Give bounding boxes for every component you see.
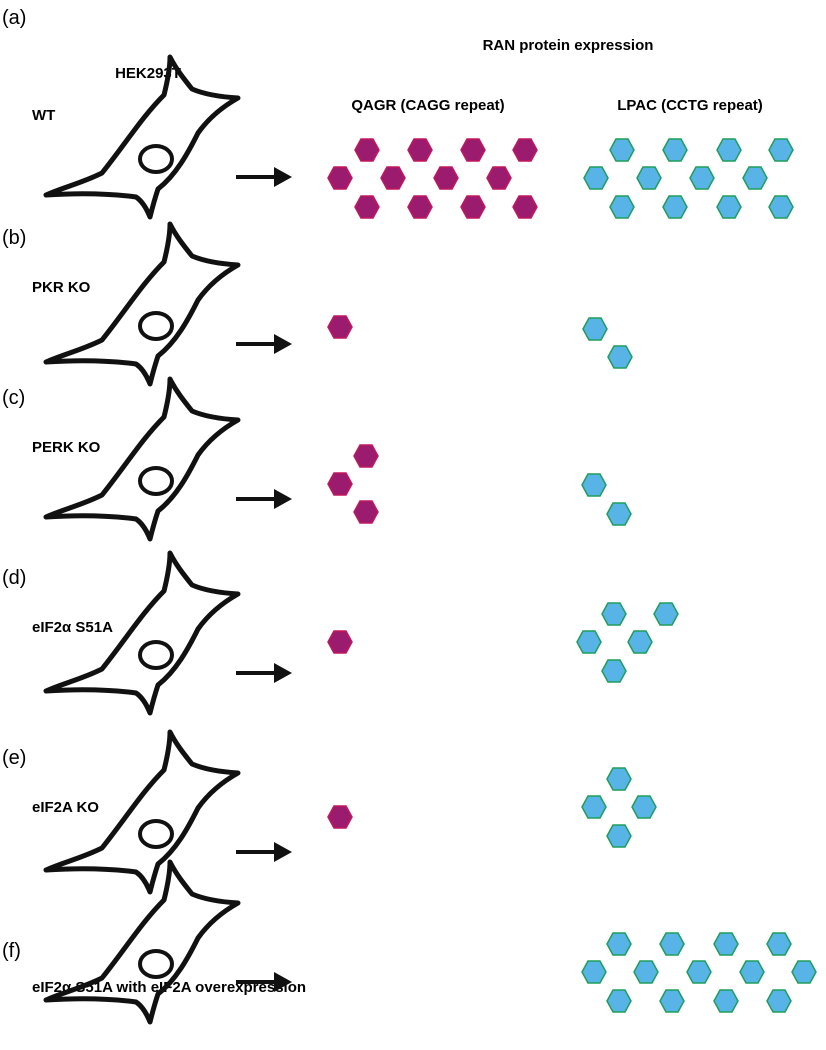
lpac-hexagon-icon	[768, 195, 794, 219]
panel-letter: (d)	[2, 567, 26, 589]
lpac-hexagon-icon	[713, 989, 739, 1013]
lpac-hexagon-icon	[766, 932, 792, 956]
cell-icon	[43, 376, 241, 542]
lpac-hexagon-icon	[606, 767, 632, 791]
lpac-hexagon-icon	[581, 795, 607, 819]
cell-icon	[43, 729, 241, 895]
qagr-hexagon-icon	[327, 805, 353, 829]
lpac-hexagon-icon	[659, 932, 685, 956]
panel-letter: (c)	[2, 387, 25, 409]
qagr-hexagon-icon	[327, 630, 353, 654]
arrow-head-icon	[274, 489, 292, 509]
panel-e: (e) eIF2A KO	[2, 729, 657, 895]
panel-letter: (b)	[2, 227, 26, 249]
lpac-hexagon-icon	[576, 630, 602, 654]
lpac-hexagon-icon	[716, 138, 742, 162]
lpac-hexagon-icon	[739, 960, 765, 984]
qagr-hexagon-icon	[354, 195, 380, 219]
qagr-hexagon-icon	[327, 472, 353, 496]
qagr-hexagon-icon	[354, 138, 380, 162]
cell-icon	[43, 859, 241, 1025]
nucleus-icon	[138, 466, 174, 496]
figure-title: RAN protein expression	[483, 37, 654, 54]
lpac-hexagon-icon	[606, 824, 632, 848]
condition-label: eIF2A KO	[32, 799, 99, 816]
lpac-hexagon-icon	[742, 166, 768, 190]
lpac-hexagon-icon	[583, 166, 609, 190]
panels-group: (a) WT (b) PKR KO (c) PERK KO (d) eIF2α S51A (e)…	[2, 7, 817, 1025]
lpac-hexagon-icon	[607, 345, 633, 369]
cell-icon	[43, 54, 241, 220]
panel-b: (b) PKR KO	[2, 221, 633, 387]
lpac-hexagon-icon	[631, 795, 657, 819]
panel-letter: (e)	[2, 747, 26, 769]
lpac-hexagon-icon	[791, 960, 817, 984]
condition-label: PKR KO	[32, 279, 91, 296]
condition-label: eIF2α S51A	[32, 619, 113, 636]
cell-icon	[43, 221, 241, 387]
lpac-hexagon-icon	[659, 989, 685, 1013]
lpac-hexagon-icon	[716, 195, 742, 219]
lpac-hexagon-icon	[582, 317, 608, 341]
arrow-head-icon	[274, 663, 292, 683]
column-header-qagr: QAGR (CAGG repeat)	[351, 97, 504, 114]
cell-icon	[43, 550, 241, 716]
condition-label: PERK KO	[32, 439, 101, 456]
lpac-hexagon-icon	[768, 138, 794, 162]
arrow-head-icon	[274, 972, 292, 992]
lpac-hexagon-icon	[581, 473, 607, 497]
lpac-hexagon-icon	[686, 960, 712, 984]
qagr-hexagon-icon	[380, 166, 406, 190]
qagr-hexagon-icon	[512, 138, 538, 162]
lpac-hexagon-icon	[601, 659, 627, 683]
nucleus-icon	[138, 311, 174, 341]
lpac-hexagon-icon	[627, 630, 653, 654]
lpac-hexagon-icon	[689, 166, 715, 190]
lpac-hexagon-icon	[609, 195, 635, 219]
lpac-hexagon-icon	[766, 989, 792, 1013]
lpac-hexagon-icon	[609, 138, 635, 162]
nucleus-icon	[138, 144, 174, 174]
arrow-head-icon	[274, 167, 292, 187]
lpac-hexagon-icon	[606, 502, 632, 526]
lpac-hexagon-icon	[606, 989, 632, 1013]
qagr-hexagon-icon	[353, 500, 379, 524]
panel-letter: (a)	[2, 7, 26, 29]
qagr-hexagon-icon	[353, 444, 379, 468]
nucleus-icon	[138, 640, 174, 670]
qagr-hexagon-icon	[460, 138, 486, 162]
column-header-lpac: LPAC (CCTG repeat)	[617, 97, 763, 114]
arrow-head-icon	[274, 842, 292, 862]
lpac-hexagon-icon	[601, 602, 627, 626]
condition-label: WT	[32, 107, 55, 124]
lpac-hexagon-icon	[662, 195, 688, 219]
qagr-hexagon-icon	[407, 138, 433, 162]
lpac-hexagon-icon	[713, 932, 739, 956]
lpac-hexagon-icon	[662, 138, 688, 162]
nucleus-icon	[138, 819, 174, 849]
qagr-hexagon-icon	[327, 166, 353, 190]
panel-a: (a) WT	[2, 7, 794, 220]
qagr-hexagon-icon	[433, 166, 459, 190]
qagr-hexagon-icon	[512, 195, 538, 219]
panel-letter: (f)	[2, 940, 21, 962]
lpac-hexagon-icon	[653, 602, 679, 626]
nucleus-icon	[138, 949, 174, 979]
panel-c: (c) PERK KO	[2, 376, 632, 542]
cell-line-label: HEK293T	[115, 65, 181, 82]
lpac-hexagon-icon	[633, 960, 659, 984]
qagr-hexagon-icon	[486, 166, 512, 190]
arrow-head-icon	[274, 334, 292, 354]
lpac-hexagon-icon	[581, 960, 607, 984]
panel-f: (f)eIF2α S51A with eIF2A overexpression	[2, 859, 817, 1025]
qagr-hexagon-icon	[407, 195, 433, 219]
lpac-hexagon-icon	[636, 166, 662, 190]
panel-d: (d) eIF2α S51A	[2, 550, 679, 716]
lpac-hexagon-icon	[606, 932, 632, 956]
qagr-hexagon-icon	[327, 315, 353, 339]
qagr-hexagon-icon	[460, 195, 486, 219]
